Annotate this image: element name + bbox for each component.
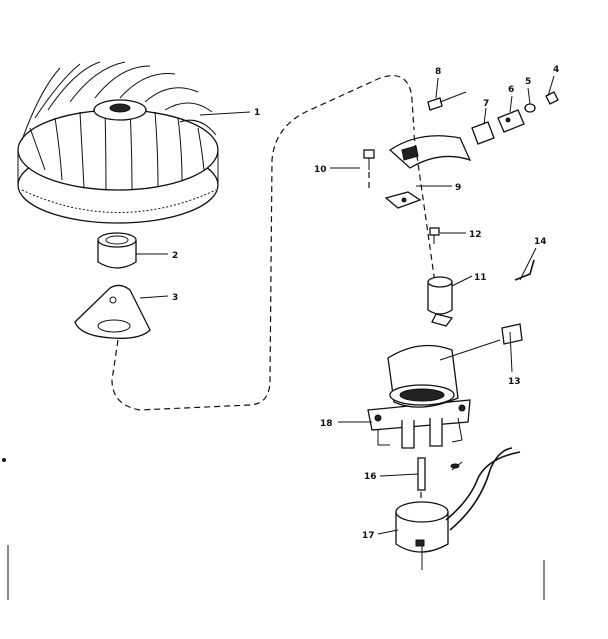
stray-dot <box>2 458 6 462</box>
washer-part <box>524 103 536 113</box>
label-18: 18 <box>320 419 333 429</box>
label-10: 10 <box>314 165 327 175</box>
label-13: 13 <box>508 377 521 387</box>
lock-plate-part <box>497 109 525 133</box>
stator-part <box>367 344 471 449</box>
bracket-part <box>384 135 472 209</box>
label-12: 12 <box>469 230 482 240</box>
label-6: 6 <box>508 85 514 95</box>
spring-clip-part <box>514 259 535 281</box>
label-4: 4 <box>553 65 559 75</box>
label-8: 8 <box>435 67 441 77</box>
label-9: 9 <box>455 183 461 193</box>
label-11: 11 <box>474 273 487 283</box>
label-5: 5 <box>525 77 531 87</box>
condenser-part <box>427 276 454 327</box>
bushing-part <box>97 232 137 269</box>
leader-lines <box>136 75 555 570</box>
label-2: 2 <box>172 251 178 261</box>
pin-part <box>417 457 426 505</box>
nut-part <box>545 91 559 105</box>
screw-left-part <box>363 149 375 188</box>
label-3: 3 <box>172 293 178 303</box>
label-1: 1 <box>254 108 260 118</box>
flange-part <box>74 284 151 339</box>
label-17: 17 <box>362 531 375 541</box>
coil-part <box>395 447 521 553</box>
gasket-part <box>501 323 523 345</box>
center-axis-dashed <box>413 134 437 291</box>
screw-small-part <box>429 227 440 244</box>
label-14: 14 <box>534 237 547 247</box>
flywheel-part <box>17 61 219 224</box>
assembly-path-dashed <box>111 75 415 411</box>
clip-part <box>471 121 495 145</box>
label-7: 7 <box>483 99 489 109</box>
label-16: 16 <box>364 472 377 482</box>
bolt-part <box>427 91 467 111</box>
